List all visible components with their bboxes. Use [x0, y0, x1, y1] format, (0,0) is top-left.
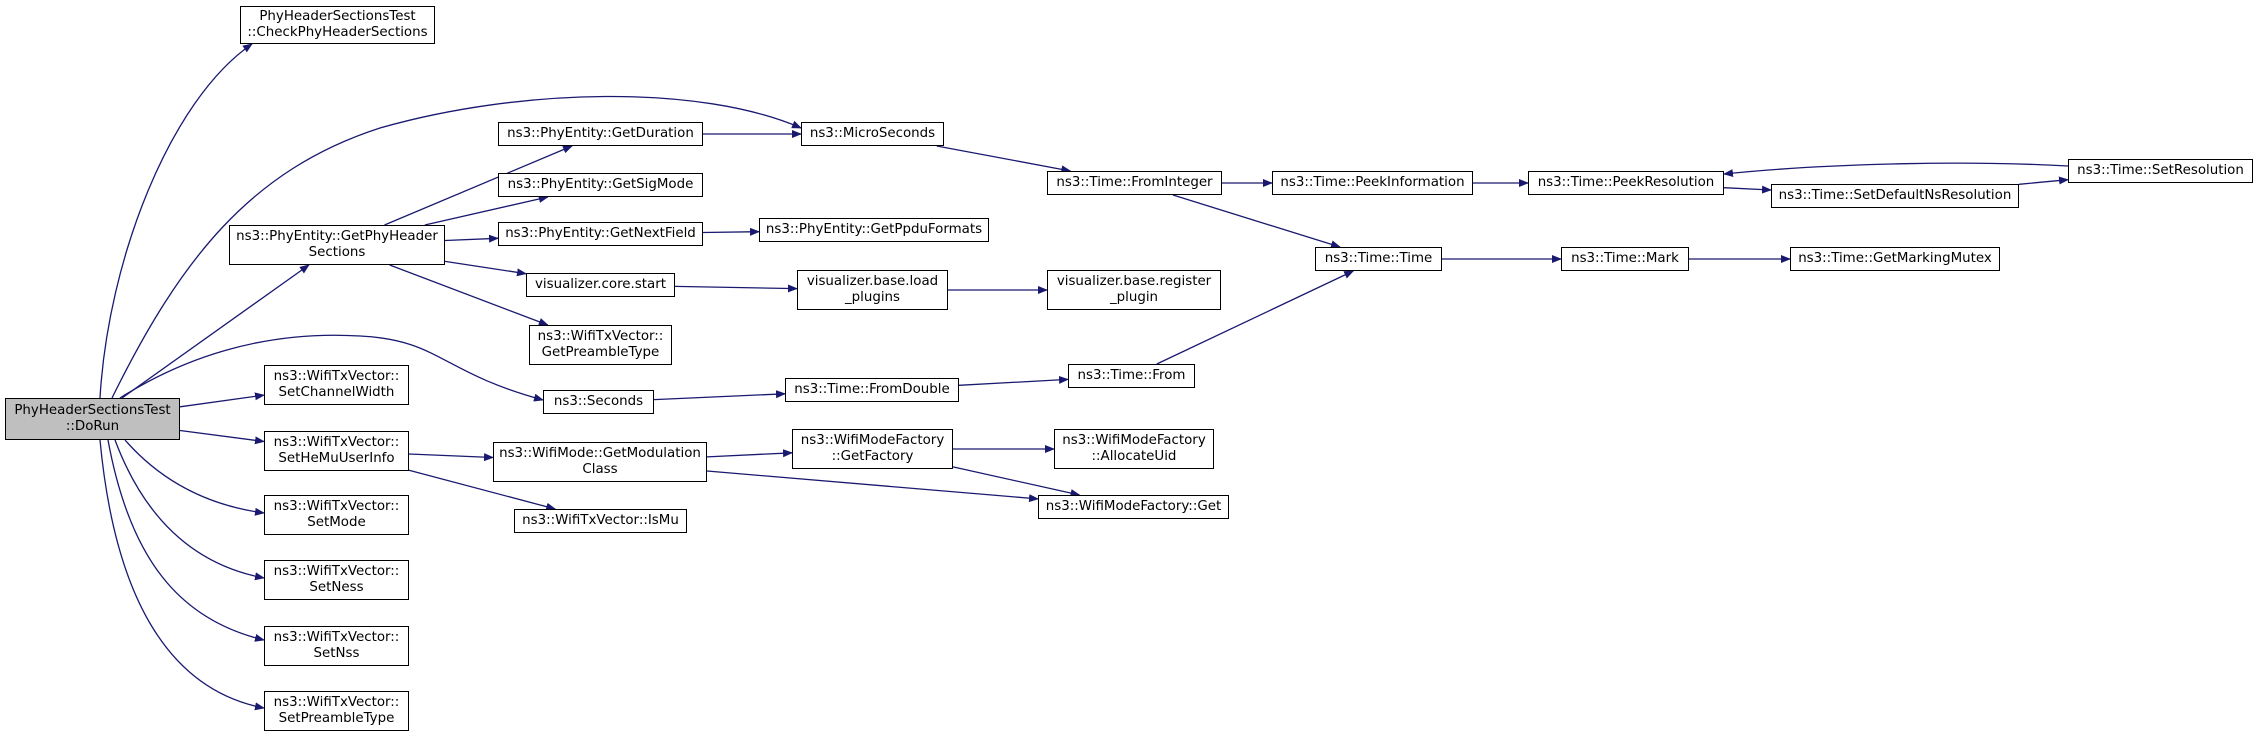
edge-fromint-to-time — [1172, 194, 1341, 249]
edge-setres-to-peekres — [1723, 162, 2069, 178]
edge-getphy-to-getsig — [424, 195, 549, 226]
node-wifi-mode-factory-get[interactable]: ns3::WifiModeFactory::Get — [1038, 495, 1229, 519]
node-from-integer[interactable]: ns3::Time::FromInteger — [1047, 171, 1222, 195]
edge-getmodcls-to-getfactory — [706, 449, 793, 458]
node-time-mark[interactable]: ns3::Time::Mark — [1561, 247, 1689, 271]
node-set-preamble-type[interactable]: ns3::WifiTxVector:: SetPreambleType — [264, 691, 409, 731]
node-get-modulation-class[interactable]: ns3::WifiMode::GetModulation Class — [493, 442, 707, 482]
node-get-factory[interactable]: ns3::WifiModeFactory ::GetFactory — [792, 429, 953, 469]
edge-vstart-to-vload — [674, 284, 798, 293]
node-set-mode[interactable]: ns3::WifiTxVector:: SetMode — [264, 495, 409, 535]
edge-fromdouble-to-from — [958, 375, 1069, 386]
node-peek-resolution[interactable]: ns3::Time::PeekResolution — [1528, 171, 1724, 195]
node-from-double[interactable]: ns3::Time::FromDouble — [785, 378, 959, 402]
edge-dorun-to-micro — [111, 95, 802, 399]
edge-getphy-to-getdur — [384, 145, 573, 226]
node-allocate-uid[interactable]: ns3::WifiModeFactory ::AllocateUid — [1054, 429, 1214, 469]
node-peek-information[interactable]: ns3::Time::PeekInformation — [1272, 171, 1473, 195]
edge-micro-to-fromint — [936, 145, 1072, 174]
node-get-duration[interactable]: ns3::PhyEntity::GetDuration — [498, 122, 703, 146]
edge-getmodcls-to-wmfget — [706, 470, 1039, 503]
edge-getphy-to-getnext — [444, 234, 499, 243]
edge-getnext-to-getppdu — [702, 227, 760, 236]
node-set-resolution[interactable]: ns3::Time::SetResolution — [2068, 159, 2253, 183]
edge-dorun-to-sethemu — [179, 429, 265, 445]
edge-dorun-to-setmode — [124, 439, 265, 516]
edge-dorun-to-seconds — [119, 334, 544, 402]
edge-setdefns-to-setres — [2018, 176, 2069, 185]
node-set-he-mu-user-info[interactable]: ns3::WifiTxVector:: SetHeMuUserInfo — [264, 431, 409, 471]
node-visualizer-register-plugin[interactable]: visualizer.base.register _plugin — [1047, 270, 1221, 310]
node-set-default-ns-resolution[interactable]: ns3::Time::SetDefaultNsResolution — [1771, 184, 2019, 208]
edge-dorun-to-setnss — [107, 439, 265, 642]
node-get-sig-mode[interactable]: ns3::PhyEntity::GetSigMode — [498, 173, 703, 197]
node-set-nss[interactable]: ns3::WifiTxVector:: SetNss — [264, 626, 409, 666]
edge-dorun-to-check — [99, 43, 253, 399]
node-time-from[interactable]: ns3::Time::From — [1068, 364, 1195, 388]
edge-dorun-to-setness — [114, 439, 265, 581]
edge-seconds-to-fromdouble — [653, 390, 786, 401]
node-is-mu[interactable]: ns3::WifiTxVector::IsMu — [514, 509, 687, 533]
node-visualizer-core-start[interactable]: visualizer.core.start — [526, 273, 675, 297]
node-visualizer-load-plugins[interactable]: visualizer.base.load _plugins — [797, 270, 948, 310]
edge-peekres-to-setdefns — [1723, 185, 1772, 194]
node-get-preamble-type[interactable]: ns3::WifiTxVector:: GetPreambleType — [529, 325, 672, 365]
node-set-channel-width[interactable]: ns3::WifiTxVector:: SetChannelWidth — [264, 365, 409, 405]
edge-dorun-to-getphy — [121, 264, 310, 399]
node-micro-seconds[interactable]: ns3::MicroSeconds — [801, 122, 944, 146]
node-time-time[interactable]: ns3::Time::Time — [1315, 247, 1442, 271]
node-do-run[interactable]: PhyHeaderSectionsTest ::DoRun — [5, 398, 180, 440]
edge-dorun-to-setchw — [179, 392, 265, 408]
node-get-phy-header-sections[interactable]: ns3::PhyEntity::GetPhyHeader Sections — [229, 225, 445, 265]
edge-getfactory-to-wmfget — [952, 466, 1081, 497]
node-get-marking-mutex[interactable]: ns3::Time::GetMarkingMutex — [1790, 247, 2000, 271]
node-set-ness[interactable]: ns3::WifiTxVector:: SetNess — [264, 560, 409, 600]
node-seconds[interactable]: ns3::Seconds — [543, 390, 654, 414]
edge-sethemu-to-getmodcls — [408, 453, 494, 462]
edge-from-to-time — [1156, 270, 1355, 365]
node-get-ppdu-formats[interactable]: ns3::PhyEntity::GetPpduFormats — [759, 218, 989, 242]
node-get-next-field[interactable]: ns3::PhyEntity::GetNextField — [498, 222, 703, 246]
edge-getphy-to-getpretype — [389, 264, 549, 326]
edge-getphy-to-vstart — [444, 260, 527, 277]
edge-dorun-to-setpre — [99, 439, 265, 711]
node-check-phy-header-sections[interactable]: PhyHeaderSectionsTest ::CheckPhyHeaderSe… — [240, 6, 435, 44]
edge-sethemu-to-ismu — [408, 469, 557, 511]
